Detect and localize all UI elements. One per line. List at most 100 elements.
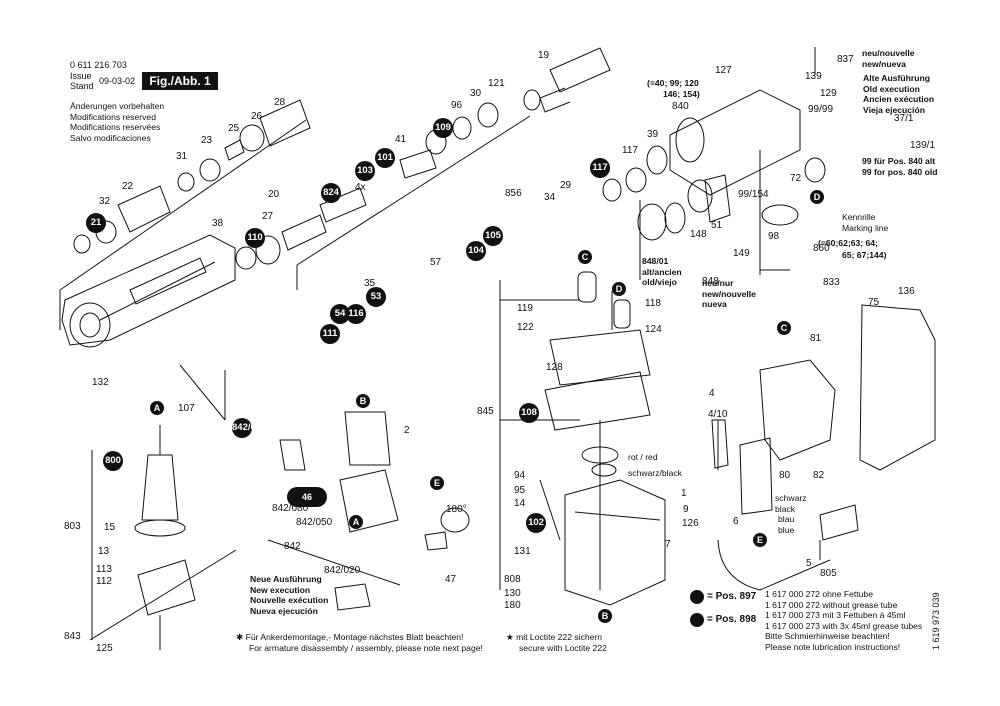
part-label: 856	[505, 188, 522, 199]
change-line: Modifications reserved	[70, 111, 156, 122]
part-label: 6	[733, 516, 739, 527]
note-line: Nouvelle exécution	[250, 595, 329, 606]
note-line: 1 617 000 272 ohne Fettube	[765, 589, 873, 599]
note-line: 1 617 000 273 mit 3 Fettuben à 45ml	[765, 610, 906, 621]
circled-ref: 102	[526, 513, 546, 533]
pos-898: = Pos. 898	[707, 614, 757, 625]
note-line: 99 für Pos. 840 alt	[862, 156, 936, 166]
note-line: neu/nouvelle	[862, 48, 915, 58]
note-line: Please note lubrication instructions!	[765, 641, 901, 652]
part-label: 98	[768, 231, 780, 242]
part-label: 117	[622, 145, 638, 156]
note-line: new/nouvelle	[702, 288, 756, 299]
part-label: 113	[96, 564, 112, 575]
part-label: 149	[733, 248, 750, 259]
part-label: 130	[504, 588, 521, 599]
part-label: 95	[514, 485, 526, 496]
part-label: 75	[868, 297, 880, 308]
note-line: secure with Loctite 222	[519, 642, 607, 653]
connector-letter: A	[349, 515, 363, 529]
circled-ref: 53	[366, 287, 386, 307]
part-label: 4	[709, 388, 715, 399]
note-line: Kennrille	[842, 212, 876, 222]
part-label: 845	[477, 406, 494, 417]
change-line: Modifications reservées	[70, 122, 161, 133]
part-label: 119	[517, 303, 533, 314]
note-line: Nueva ejecución	[250, 605, 318, 616]
angle-label: 180°	[446, 504, 467, 515]
part-label: 19	[538, 50, 550, 61]
connector-letter: E	[430, 476, 444, 490]
part-label: 47	[445, 574, 457, 585]
part-label: 837	[837, 54, 854, 65]
part-label: 27	[262, 211, 274, 222]
connector-letter: B	[356, 394, 370, 408]
old848-note: 848/01 alt/ancien old/viejo	[642, 256, 682, 288]
note-line: 1 617 000 273 with 3x 45ml grease tubes	[765, 620, 923, 631]
circled-ref: 824	[321, 183, 341, 203]
circled-ref: 101	[375, 148, 395, 168]
new-note-top: neu/nouvelle new/nueva	[862, 48, 915, 69]
part-label: 112	[96, 576, 112, 587]
new848-note: neu/nur new/nouvelle nueva	[702, 278, 756, 310]
part-label: 132	[92, 377, 109, 388]
part-label: 808	[504, 574, 521, 585]
loctite-footnote: ★ mit Loctite 222 sichern secure with Lo…	[506, 632, 607, 653]
note-line: 848/01	[642, 256, 669, 266]
part-label: 38	[212, 218, 224, 229]
circled-ref: 21	[86, 213, 106, 233]
figure-badge: Fig./Abb. 1	[142, 72, 218, 90]
part-label: 126	[682, 518, 699, 529]
issue-date: 09-03-02	[99, 76, 136, 86]
new-execution-note: Neue Ausführung New execution Nouvelle e…	[250, 574, 328, 616]
connector-letter: B	[598, 609, 612, 623]
part-label: 20	[268, 189, 280, 200]
part-label: 7	[665, 539, 671, 550]
part-label: 128	[546, 362, 563, 373]
part-label: 41	[395, 134, 407, 145]
note-line: Bitte Schmierhinweise beachten!	[765, 631, 890, 642]
note-line: 99 for pos. 840 old	[862, 166, 938, 177]
note-line: Marking line	[842, 222, 889, 233]
part-label: 121	[488, 78, 505, 89]
stand-label: Stand	[70, 81, 94, 91]
part-label: 72	[790, 173, 802, 184]
part-label: 131	[514, 546, 531, 557]
note-line: Vieja ejecución	[863, 104, 925, 115]
note-line: Old execution	[863, 83, 920, 94]
note-line: New execution	[250, 584, 311, 595]
part-label: 1	[681, 488, 687, 499]
note-line: schwarz	[775, 493, 807, 503]
circled-ref: 105	[483, 226, 503, 246]
wire-blue-label: blau blue	[778, 514, 794, 535]
part-label: 34	[544, 192, 556, 203]
part-label: 26	[251, 111, 263, 122]
change-line: Änderungen vorbehalten	[70, 101, 165, 111]
part-label: 32	[99, 196, 111, 207]
part-label: 843	[64, 631, 81, 642]
part-label: 29	[560, 180, 572, 191]
part-number: 0 611 216 703	[70, 60, 127, 70]
wire-black-label: schwarz/black	[628, 468, 682, 478]
armature-footnote: ✱ Für Ankerdemontage,- Montage nächstes …	[236, 632, 483, 653]
change-notice: Änderungen vorbehalten Modifications res…	[70, 101, 164, 143]
part-label: 51	[711, 220, 723, 231]
connector-letter: C	[578, 250, 592, 264]
part-label: 136	[898, 286, 915, 297]
part-label: 39	[647, 129, 659, 140]
part-label: 840	[672, 101, 689, 112]
note-line: ✱ Für Ankerdemontage,- Montage nächstes …	[236, 632, 464, 642]
connector-letter: A	[150, 401, 164, 415]
part-label: 15	[104, 522, 116, 533]
circled-ref: 842/040	[232, 418, 266, 438]
circled-ref: 54	[330, 304, 350, 324]
note-line: (=40; 99; 120	[647, 78, 699, 88]
part-label: 842/080	[272, 503, 309, 514]
part-label: 9	[683, 504, 689, 515]
part-label: 848	[702, 276, 719, 287]
note-line: (=60;62;63; 64;	[818, 238, 878, 248]
grease-dot-897	[690, 590, 704, 604]
part-label: 860	[813, 243, 830, 254]
circled-ref: 103	[355, 161, 375, 181]
